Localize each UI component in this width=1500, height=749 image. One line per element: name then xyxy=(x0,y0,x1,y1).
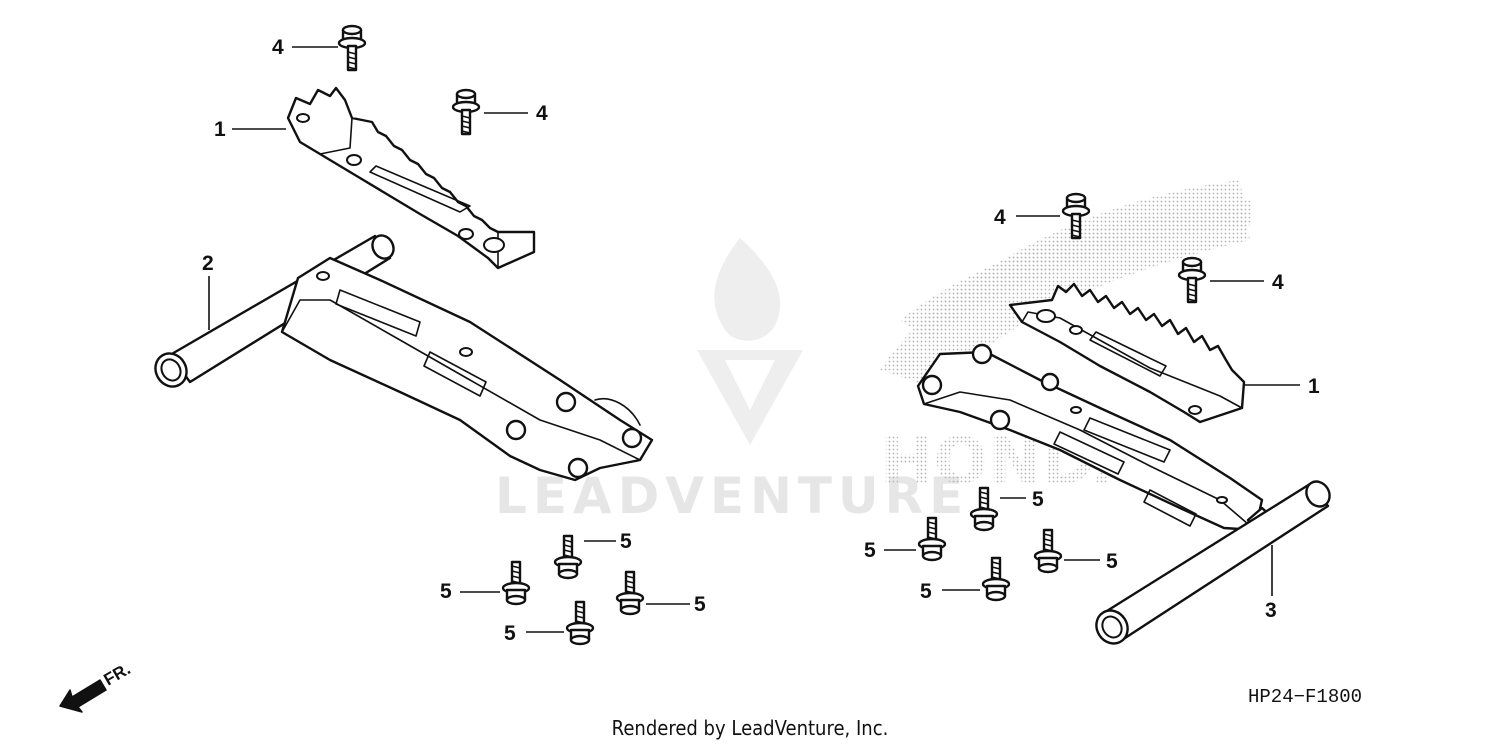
right-screw-c xyxy=(1033,528,1063,574)
right-step-peg xyxy=(1008,282,1246,424)
front-indicator-label: FR. xyxy=(101,659,134,689)
left-step-peg xyxy=(286,86,536,270)
diagram-code: HP24−F1800 xyxy=(1248,686,1363,708)
left-screw-d xyxy=(565,600,595,646)
left-leader-lines xyxy=(208,46,690,633)
left-step-bar xyxy=(154,234,654,482)
left-flange-bolt-mid xyxy=(451,88,481,136)
callout-right-bolt-top: 4 xyxy=(994,206,1006,229)
right-leader-lines xyxy=(884,215,1300,596)
left-screw-a xyxy=(553,534,583,580)
right-flange-bolt-mid xyxy=(1177,256,1207,304)
callout-right-screw-a: 5 xyxy=(1032,488,1044,511)
callout-left-screw-c: 5 xyxy=(694,593,706,616)
callout-left-step: 1 xyxy=(214,118,226,141)
callout-left-screw-a: 5 xyxy=(620,530,632,553)
callout-left-bar: 2 xyxy=(202,252,214,275)
callout-left-screw-b: 5 xyxy=(440,580,452,603)
callout-right-screw-c: 5 xyxy=(1106,550,1118,573)
right-screw-d xyxy=(981,556,1011,602)
callout-right-screw-b: 5 xyxy=(864,539,876,562)
left-screw-b xyxy=(501,560,531,606)
callout-left-screw-d: 5 xyxy=(504,622,516,645)
callout-right-bar: 3 xyxy=(1265,599,1277,622)
callout-right-bolt-mid: 4 xyxy=(1272,271,1284,294)
callout-left-bolt-mid: 4 xyxy=(536,102,548,125)
front-direction-arrow-icon: FR. xyxy=(59,659,134,713)
right-step-bar xyxy=(916,343,1331,645)
left-flange-bolt-top xyxy=(337,24,367,72)
callout-left-bolt-top: 4 xyxy=(272,36,284,59)
callout-right-screw-d: 5 xyxy=(920,580,932,603)
callout-right-step: 1 xyxy=(1308,375,1320,398)
left-screw-c xyxy=(615,570,645,616)
render-credit: Rendered by LeadVenture, Inc. xyxy=(611,716,889,740)
